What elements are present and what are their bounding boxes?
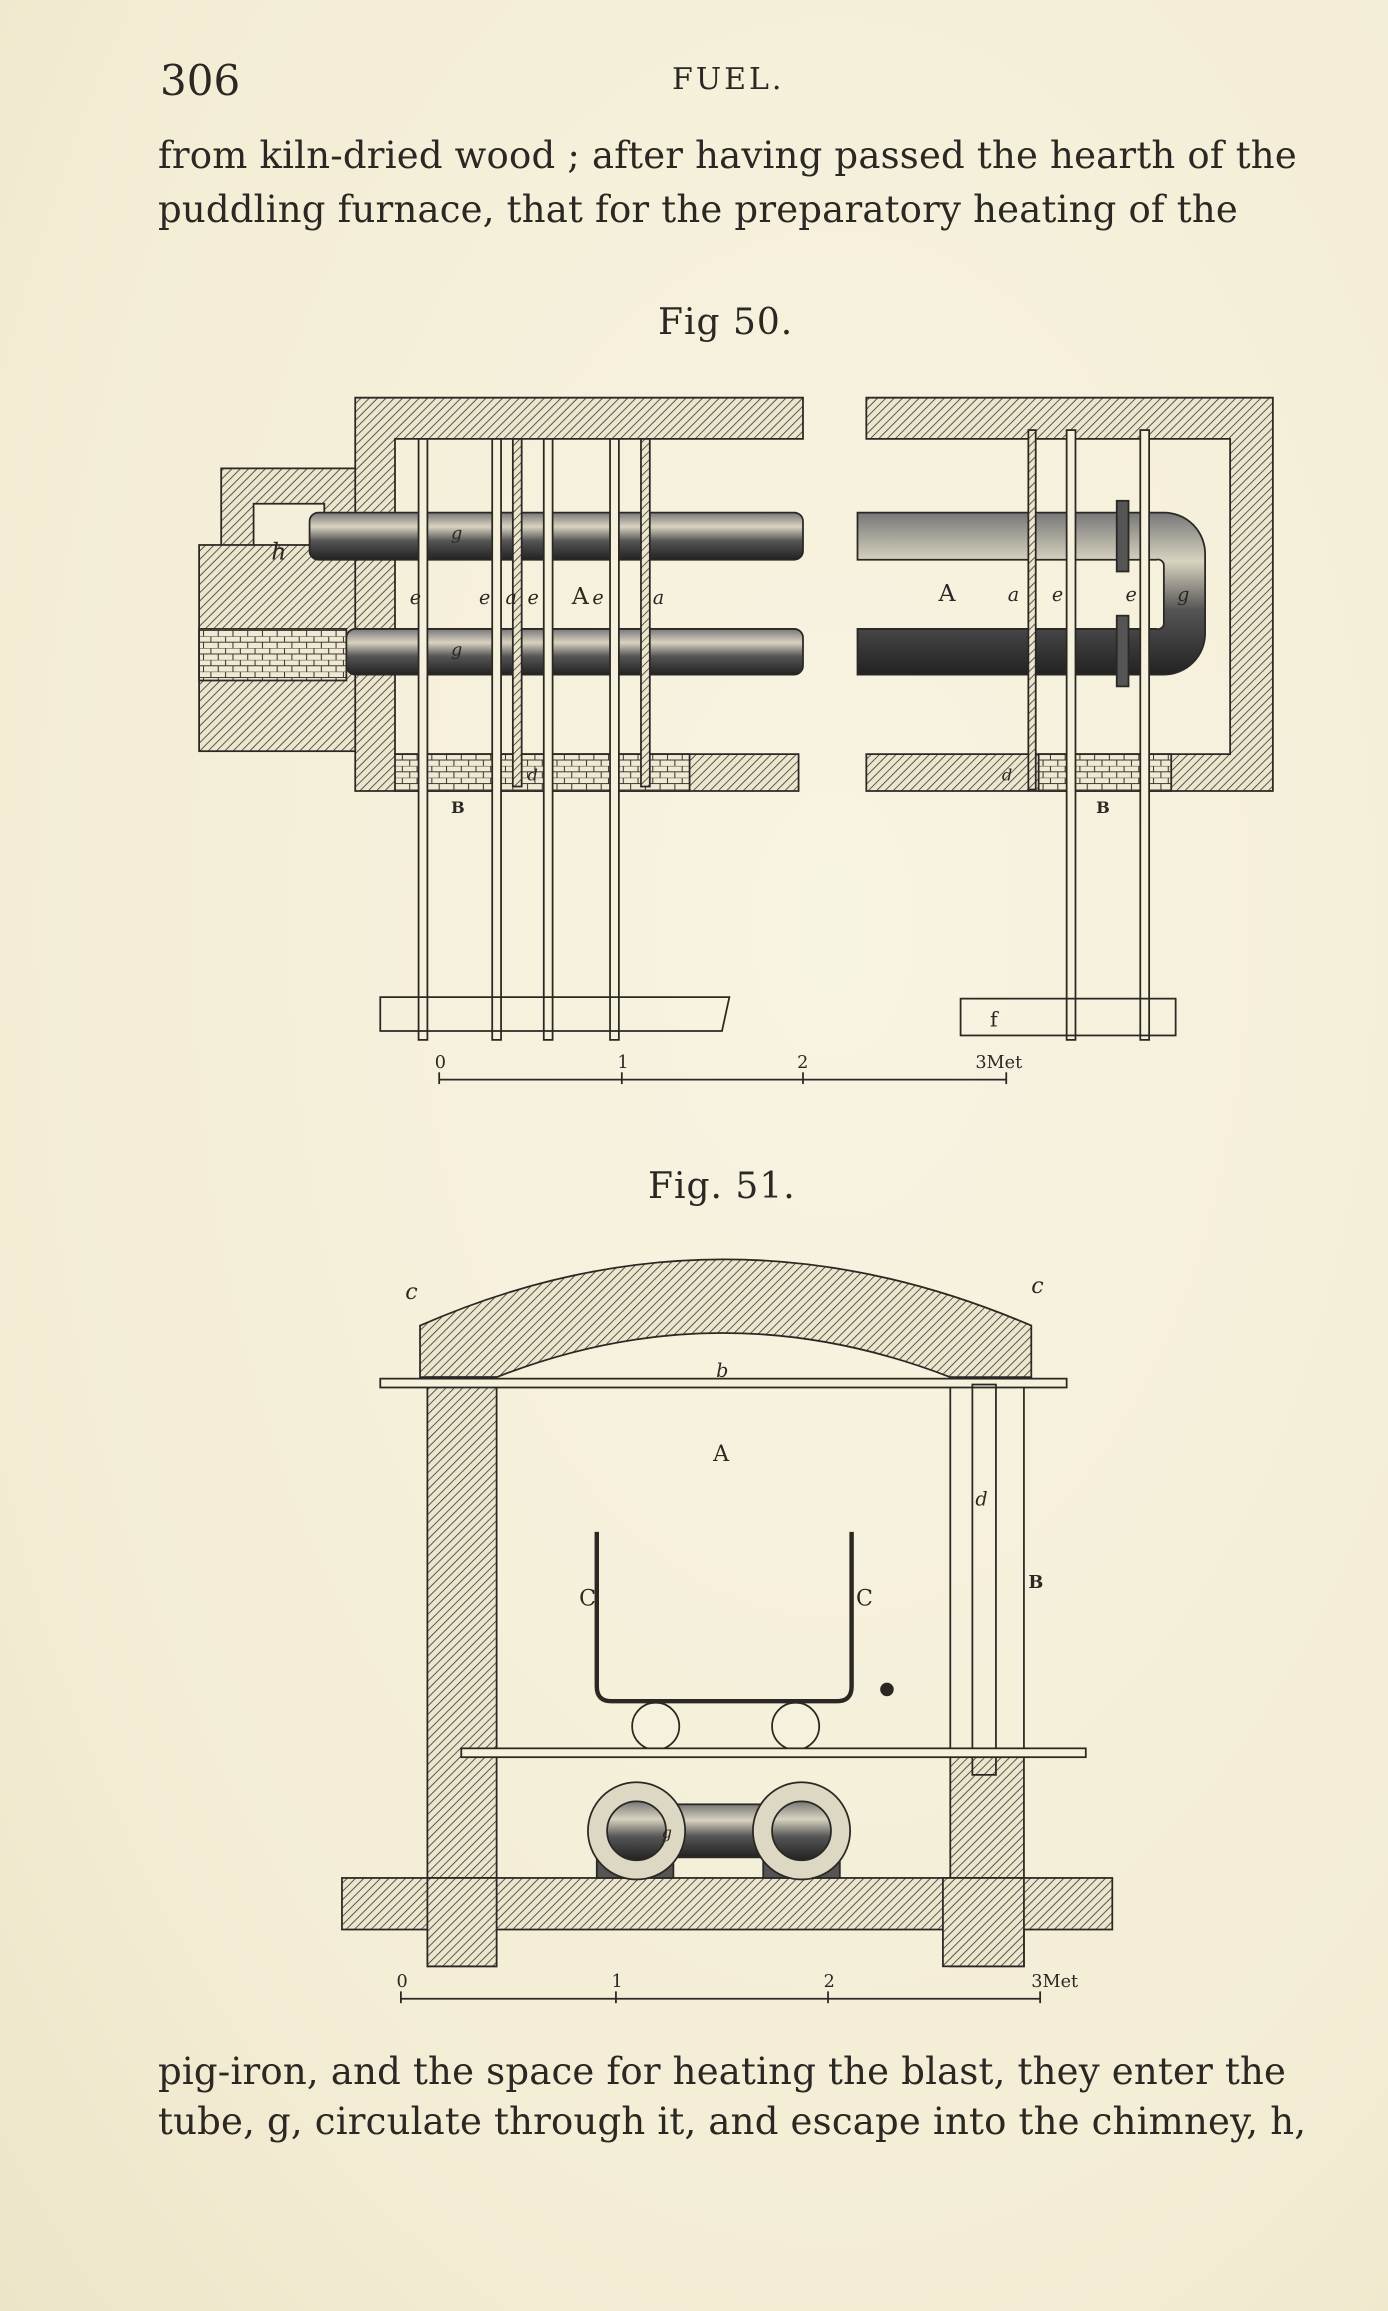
figure-51-caption: Fig. 51. (648, 1166, 796, 1207)
scale-bar (400, 1991, 1042, 2004)
label: g (451, 524, 462, 544)
label: a (505, 586, 516, 609)
label: d (975, 1487, 987, 1510)
label: d (1002, 766, 1012, 785)
scale-tick-label: 3Met (1031, 1972, 1078, 1992)
label: B (451, 798, 465, 817)
scale-tick-label: 0 (396, 1972, 407, 1992)
label: C (856, 1585, 873, 1611)
label: g (451, 640, 462, 660)
wheel (631, 1701, 681, 1751)
label: g (662, 1823, 672, 1842)
body-line: pig-iron, and the space for heating the … (158, 2050, 1287, 2093)
label: a (653, 586, 664, 609)
plate-f (959, 997, 1177, 1037)
label: e (1126, 583, 1137, 606)
label: A (571, 582, 590, 610)
label: B (1096, 798, 1110, 817)
platform (460, 1747, 1087, 1759)
figure-50-caption: Fig 50. (658, 302, 794, 343)
left-wall (426, 1376, 498, 1968)
label: d (528, 766, 538, 785)
label: C (579, 1585, 596, 1611)
arch-roof (419, 1258, 1033, 1379)
bottom-plate (379, 996, 731, 1032)
label: e (1052, 583, 1063, 606)
label: e (410, 586, 421, 609)
label: c (405, 1279, 417, 1305)
figure-51 (341, 1258, 1114, 2004)
floor-bricks (1037, 753, 1173, 792)
page-number: 306 (160, 56, 241, 105)
label: f (990, 1008, 999, 1032)
scale-tick-label: 2 (824, 1972, 835, 1992)
lower-tube (345, 628, 804, 676)
rod-d (971, 1383, 997, 1776)
rods (417, 429, 1151, 1041)
scale-tick-label: 1 (617, 1053, 628, 1073)
bar-b (379, 1377, 1068, 1389)
scale-tick-label: 1 (612, 1972, 623, 1992)
flange (1115, 614, 1130, 688)
label: A (938, 579, 957, 607)
right-furnace-wall (865, 396, 1274, 792)
flange (1115, 499, 1130, 573)
label: h (271, 538, 286, 566)
label: c (1031, 1273, 1043, 1299)
wheel (771, 1701, 821, 1751)
body-line: puddling furnace, that for the preparato… (158, 188, 1238, 231)
label: e (479, 586, 490, 609)
scale-tick-label: 0 (435, 1053, 446, 1073)
body-line: tube, g, circulate through it, and escap… (158, 2100, 1307, 2143)
label: e (528, 586, 539, 609)
brickwork (198, 628, 348, 682)
scale-bar (438, 1072, 1008, 1085)
label: g (1177, 583, 1189, 606)
label: a (1008, 583, 1019, 606)
label: b (716, 1359, 728, 1382)
label: B (1028, 1572, 1043, 1593)
scale-tick-label: 3Met (975, 1053, 1022, 1073)
body-line: from kiln-dried wood ; after having pass… (158, 134, 1297, 177)
label: e (592, 586, 603, 609)
car-frame (594, 1531, 854, 1704)
upper-tube (308, 511, 804, 561)
label: A (712, 1441, 730, 1467)
scale-tick-label: 2 (797, 1053, 808, 1073)
running-head: FUEL. (672, 62, 785, 97)
figure-50 (198, 396, 1274, 1085)
